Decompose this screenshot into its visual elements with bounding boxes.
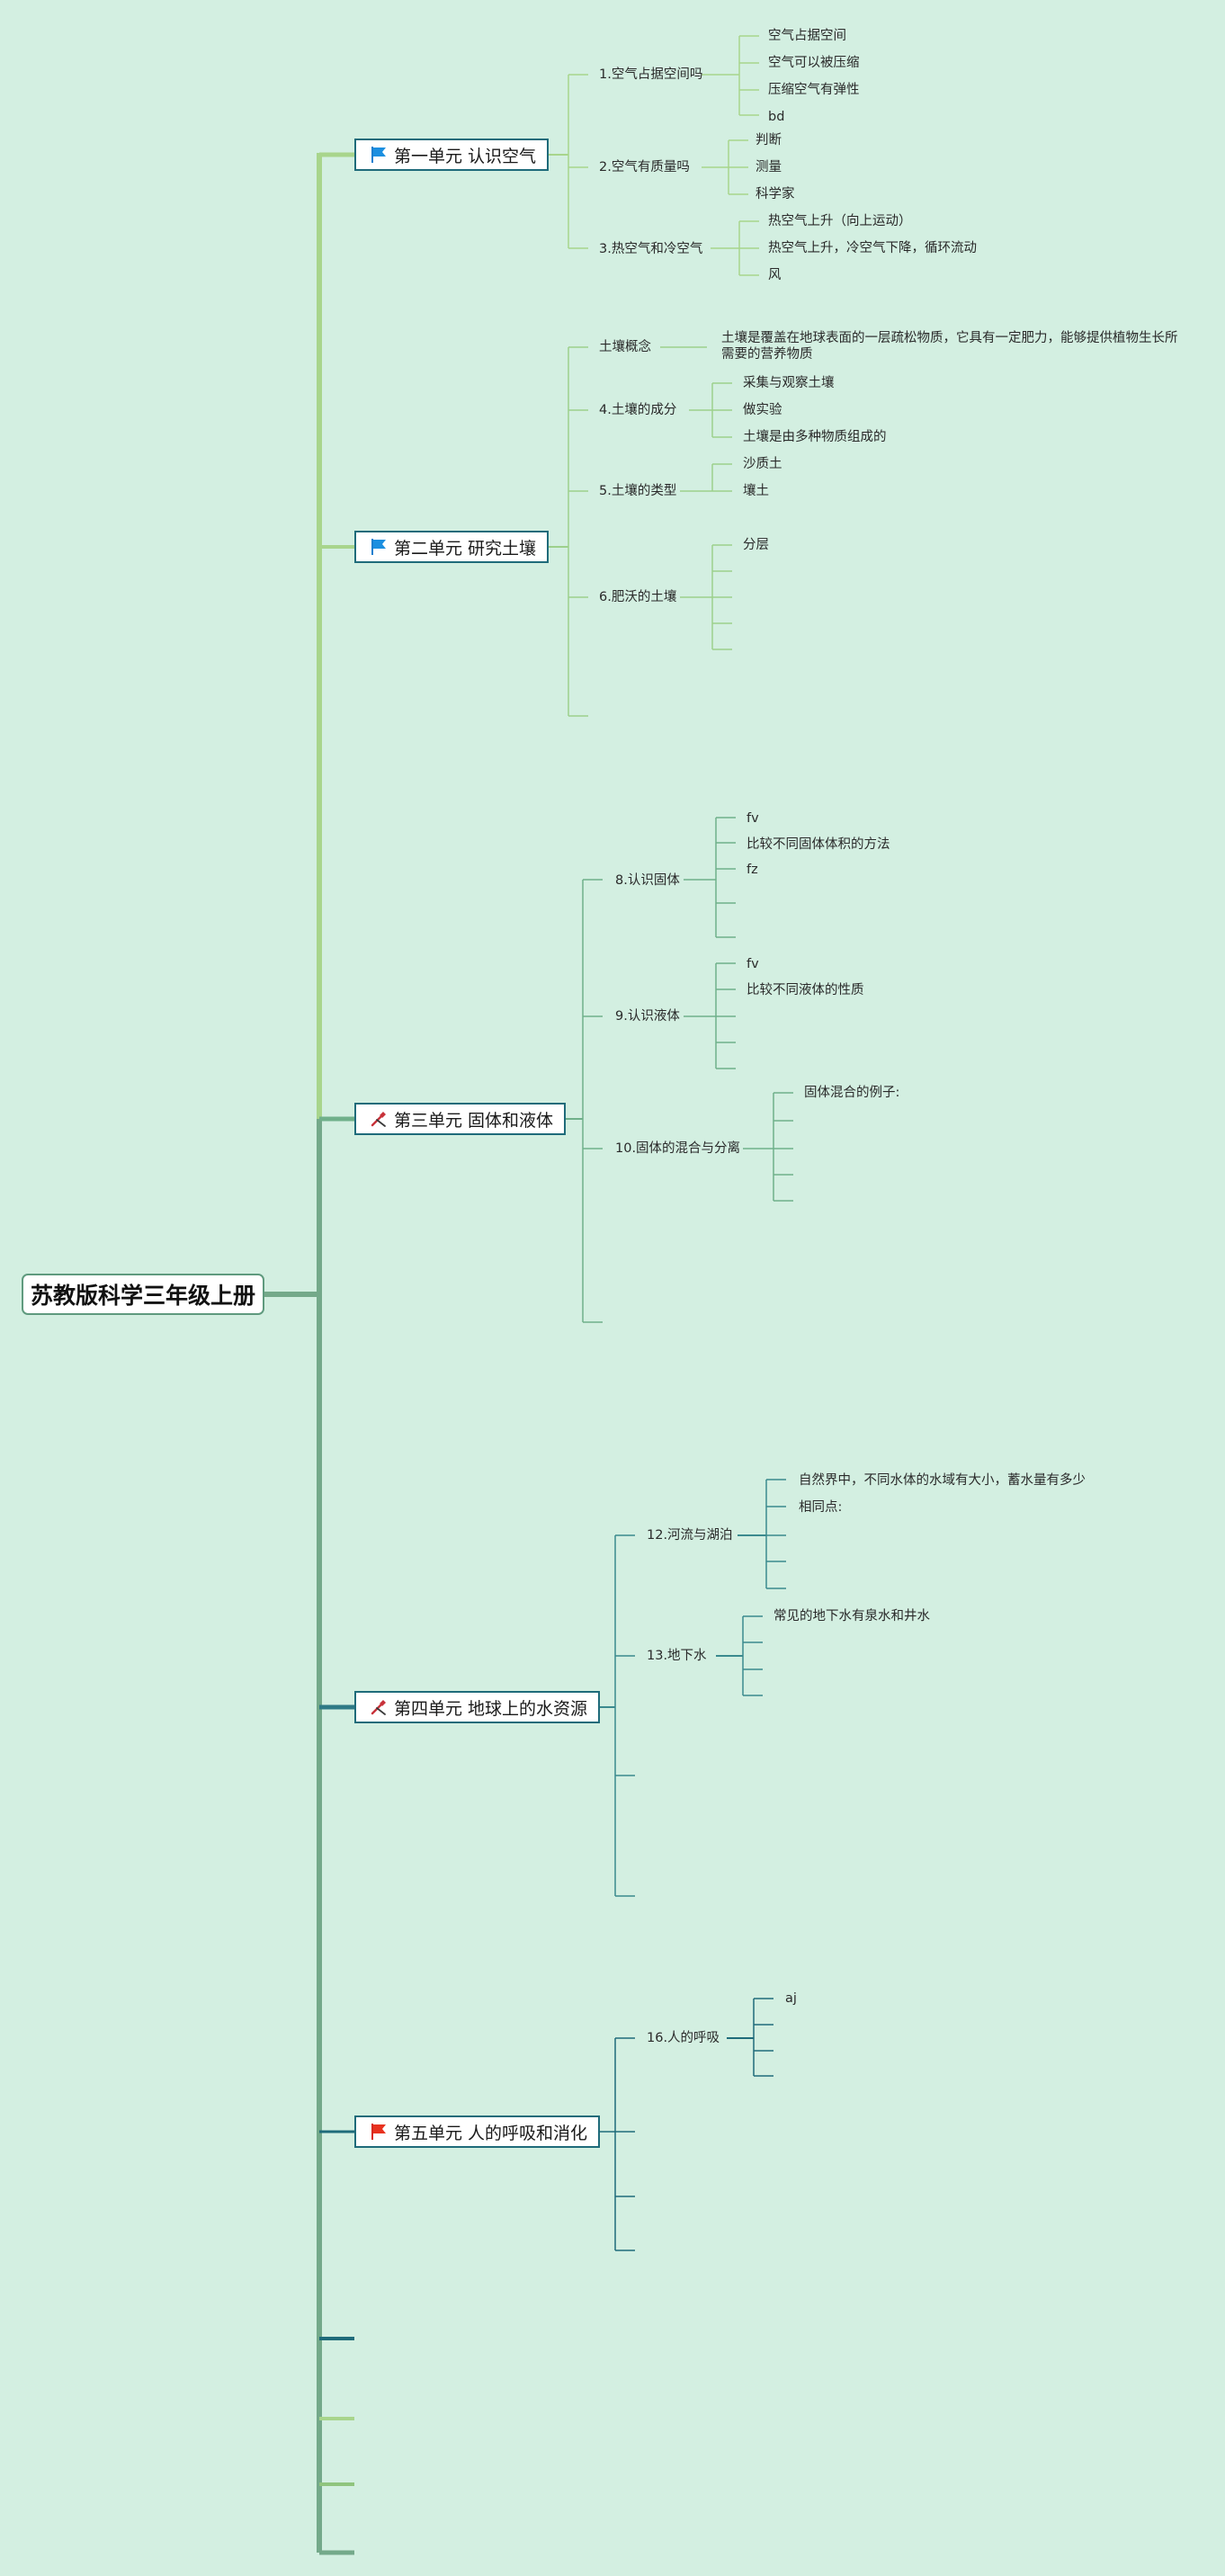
unit-2-topic[interactable]: 第二单元 研究土壤	[354, 531, 550, 563]
unit-2-label: 第二单元 研究土壤	[394, 538, 537, 559]
item-2-2-1[interactable]: 沙质土	[743, 457, 782, 471]
unit-1-label: 第一单元 认识空气	[394, 146, 537, 166]
lesson-4-1[interactable]: 12.河流与湖泊	[647, 1528, 733, 1543]
root-topic[interactable]: 苏教版科学三年级上册	[22, 1274, 264, 1315]
item-1-1-3[interactable]: 压缩空气有弹性	[768, 83, 860, 97]
unit-3-label: 第三单元 固体和液体	[394, 1110, 554, 1131]
lesson-1-1[interactable]: 1.空气占据空间吗	[599, 67, 703, 82]
item-3-1-2[interactable]: 比较不同固体体积的方法	[747, 837, 890, 852]
item-3-1-3[interactable]: fz	[747, 863, 758, 877]
tools-icon	[371, 1112, 386, 1127]
unit-4-topic[interactable]: 第四单元 地球上的水资源	[354, 1691, 601, 1723]
item-2-1-2[interactable]: 做实验	[743, 403, 782, 417]
item-2-0-1[interactable]: 土壤是覆盖在地球表面的一层疏松物质，它具有一定肥力，能够提供植物生长所需要的营养…	[721, 331, 1178, 362]
item-1-2-2[interactable]: 测量	[756, 160, 782, 174]
lesson-1-2[interactable]: 2.空气有质量吗	[599, 160, 690, 174]
red-flag-icon	[371, 2124, 386, 2140]
item-3-2-1[interactable]: fv	[747, 957, 759, 971]
unit-3-topic[interactable]: 第三单元 固体和液体	[354, 1103, 567, 1135]
item-1-3-1[interactable]: 热空气上升（向上运动）	[768, 214, 912, 228]
lesson-2-0[interactable]: 土壤概念	[599, 340, 651, 354]
item-1-2-3[interactable]: 科学家	[756, 187, 795, 201]
item-2-3-1[interactable]: 分层	[743, 538, 769, 552]
item-4-1-1[interactable]: 自然界中，不同水体的水域有大小，蓄水量有多少	[799, 1473, 1086, 1488]
lesson-4-2[interactable]: 13.地下水	[647, 1649, 707, 1663]
lesson-3-2[interactable]: 9.认识液体	[615, 1009, 680, 1024]
lesson-2-2[interactable]: 5.土壤的类型	[599, 484, 677, 498]
unit-5-topic[interactable]: 第五单元 人的呼吸和消化	[354, 2115, 601, 2148]
item-3-1-1[interactable]: fv	[747, 811, 759, 826]
unit-5-label: 第五单元 人的呼吸和消化	[394, 2123, 588, 2143]
item-1-3-2[interactable]: 热空气上升，冷空气下降，循环流动	[768, 241, 977, 255]
item-3-3-1[interactable]: 固体混合的例子:	[804, 1086, 900, 1100]
item-1-1-2[interactable]: 空气可以被压缩	[768, 56, 860, 70]
item-1-1-1[interactable]: 空气占据空间	[768, 29, 846, 43]
lesson-1-3[interactable]: 3.热空气和冷空气	[599, 242, 703, 256]
item-2-1-1[interactable]: 采集与观察土壤	[743, 376, 835, 390]
item-4-1-2[interactable]: 相同点:	[799, 1500, 843, 1515]
tools-icon	[371, 1700, 386, 1715]
item-1-2-1[interactable]: 判断	[756, 133, 782, 148]
blue-flag-icon	[371, 147, 386, 163]
lesson-5-1[interactable]: 16.人的呼吸	[647, 2031, 720, 2045]
item-5-1-1[interactable]: aj	[785, 1991, 797, 2006]
item-1-1-4[interactable]: bd	[768, 110, 785, 124]
item-4-2-1[interactable]: 常见的地下水有泉水和井水	[773, 1609, 930, 1623]
blue-flag-icon	[371, 539, 386, 555]
unit-4-label: 第四单元 地球上的水资源	[394, 1698, 588, 1719]
item-2-2-2[interactable]: 壤土	[743, 484, 769, 498]
item-3-2-2[interactable]: 比较不同液体的性质	[747, 983, 864, 997]
item-1-3-3[interactable]: 风	[768, 268, 782, 282]
lesson-2-1[interactable]: 4.土壤的成分	[599, 403, 677, 417]
item-2-1-3[interactable]: 土壤是由多种物质组成的	[743, 430, 887, 444]
lesson-2-3[interactable]: 6.肥沃的土壤	[599, 590, 677, 604]
lesson-3-3[interactable]: 10.固体的混合与分离	[615, 1141, 741, 1156]
lesson-3-1[interactable]: 8.认识固体	[615, 873, 680, 888]
unit-1-topic[interactable]: 第一单元 认识空气	[354, 139, 550, 171]
